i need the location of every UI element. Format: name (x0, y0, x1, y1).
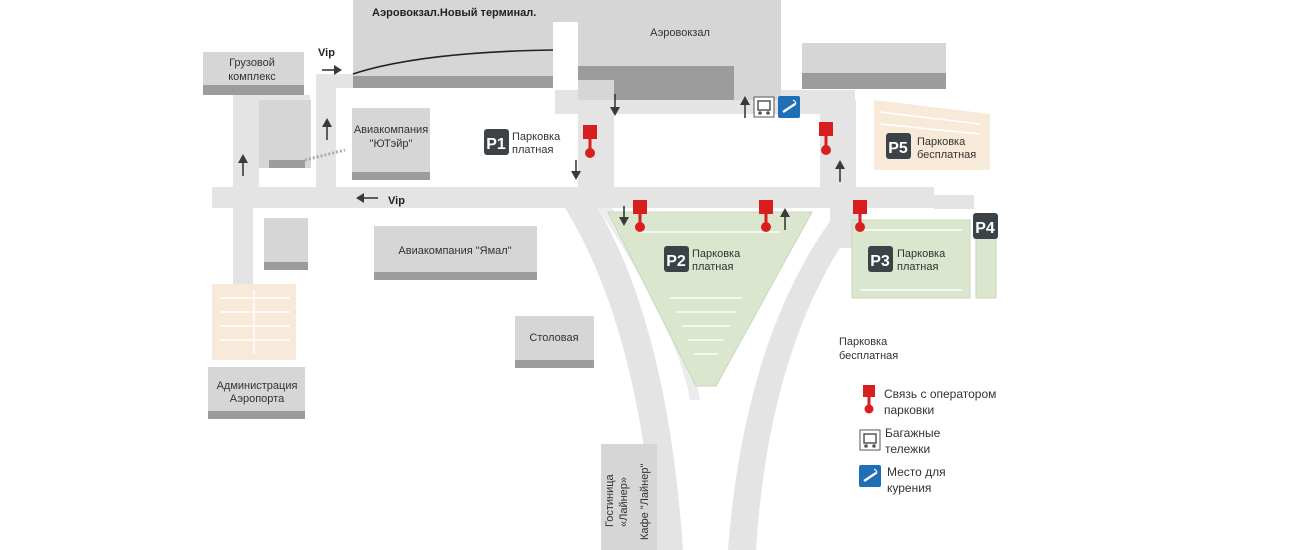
arrow-right-icon (322, 65, 342, 75)
parking-areas (212, 100, 997, 387)
building-admin: Администрация Аэропорта (208, 367, 305, 419)
arrow-down-icon (610, 94, 620, 116)
svg-text:P2: P2 (666, 253, 686, 270)
building-cargo-label-2: комплекс (228, 71, 276, 83)
arrow-up-icon (835, 160, 845, 182)
parking-area-p4 (975, 237, 997, 299)
building-hotel-label-1: Гостиница (604, 473, 616, 527)
legend-operator-label-1: Связь с оператором (884, 387, 996, 401)
building-utair: Авиакомпания "ЮТэйр" (352, 108, 430, 180)
free-parking-label-1: Парковка (839, 336, 888, 348)
arrow-up-icon (780, 208, 790, 230)
building-canteen-label: Столовая (529, 332, 578, 344)
free-parking-label-2: бесплатная (839, 350, 898, 362)
baggage-cart-icon (753, 96, 775, 118)
legend-operator-label-2: парковки (884, 403, 934, 417)
arrow-left-icon (356, 193, 378, 203)
road-label-vip-main: Vip (388, 195, 405, 207)
parking-area-p2 (607, 211, 813, 387)
legend-carts: Багажные тележки (859, 426, 941, 456)
legend-carts-label-2: тележки (885, 442, 930, 456)
parking-badge-p2: P2 (664, 246, 689, 272)
parking-area-free-left (212, 284, 296, 360)
operator-pin-icon (819, 122, 833, 155)
parking-p2-label-2: платная (692, 261, 733, 273)
parking-p2-label-1: Парковка (692, 248, 741, 260)
direction-arrows (238, 65, 845, 230)
arrow-up-icon (740, 96, 750, 118)
parking-p5-label-1: Парковка (917, 136, 966, 148)
parking-p1-label-1: Парковка (512, 131, 561, 143)
building-yamal-label: Авиакомпания "Ямал" (398, 245, 511, 257)
smoking-area-icon (778, 96, 800, 118)
legend-operator: Связь с оператором парковки (863, 385, 996, 417)
building-terminal: Аэровокзал (578, 0, 781, 100)
parking-p1-label-2: платная (512, 144, 553, 156)
legend-smoking-label-2: курения (887, 481, 931, 495)
operator-pin-icon (759, 200, 773, 232)
svg-text:P3: P3 (870, 253, 890, 270)
operator-pin-icon (633, 200, 647, 232)
building-admin-label-2: Аэропорта (230, 393, 285, 405)
building-canteen: Столовая (515, 316, 594, 368)
parking-p4: P4 (973, 213, 998, 239)
parking-badge-p4: P4 (973, 213, 998, 239)
operator-pins (583, 122, 867, 232)
parking-p3: P3 Парковка платная (868, 246, 946, 273)
parking-p3-label-1: Парковка (897, 248, 946, 260)
parking-badge-p5: P5 (886, 133, 911, 159)
building-utair-label-2: "ЮТэйр" (370, 138, 413, 150)
svg-text:P5: P5 (888, 140, 908, 157)
building-admin-label-1: Администрация (217, 380, 298, 392)
building-hotel-label-2: «Лайнер» (618, 477, 630, 527)
building-cargo-label-1: Грузовой (229, 57, 275, 69)
operator-pin-icon (583, 125, 597, 158)
free-parking-label: Парковка бесплатная (839, 336, 898, 362)
parking-p5: P5 Парковка бесплатная (886, 133, 976, 161)
buildings: Аэровокзал.Новый терминал. Аэровокзал Гр… (203, 0, 946, 550)
svg-text:P1: P1 (486, 136, 506, 153)
parking-p3-label-2: платная (897, 261, 938, 273)
operator-pin-icon (853, 200, 867, 232)
road-label-vip-top: Vip (318, 47, 335, 59)
building-hotel-cafe: Гостиница «Лайнер» Кафе "Лайнер" (601, 444, 657, 550)
legend: Связь с оператором парковки Багажные тел… (859, 385, 996, 495)
parking-badge-p1: P1 (484, 129, 509, 155)
legend-smoking: Место для курения (859, 465, 946, 495)
parking-badge-p3: P3 (868, 246, 893, 272)
arrow-down-icon (571, 160, 581, 180)
svg-text:P4: P4 (975, 220, 995, 237)
baggage-cart-icon (859, 429, 881, 451)
arrow-up-icon (322, 118, 332, 140)
building-yamal: Авиакомпания "Ямал" (374, 226, 537, 280)
building-cafe-label: Кафе "Лайнер" (639, 464, 651, 540)
building-right (802, 43, 946, 89)
parking-p5-label-2: бесплатная (917, 149, 976, 161)
building-cargo: Грузовой комплекс (203, 52, 304, 95)
legend-smoking-label-1: Место для (887, 465, 946, 479)
arrow-down-icon (619, 206, 629, 226)
parking-p2: P2 Парковка платная (664, 246, 741, 273)
smoking-area-icon (859, 465, 881, 487)
arrow-up-icon (238, 154, 248, 176)
building-new-terminal: Аэровокзал.Новый терминал. (352, 0, 554, 88)
building-new-terminal-label: Аэровокзал.Новый терминал. (372, 7, 536, 19)
operator-pin-icon (863, 385, 875, 414)
legend-carts-label-1: Багажные (885, 426, 941, 440)
parking-p1: P1 Парковка платная (484, 129, 561, 156)
building-terminal-label: Аэровокзал (650, 27, 710, 39)
building-utair-label-1: Авиакомпания (354, 124, 428, 136)
